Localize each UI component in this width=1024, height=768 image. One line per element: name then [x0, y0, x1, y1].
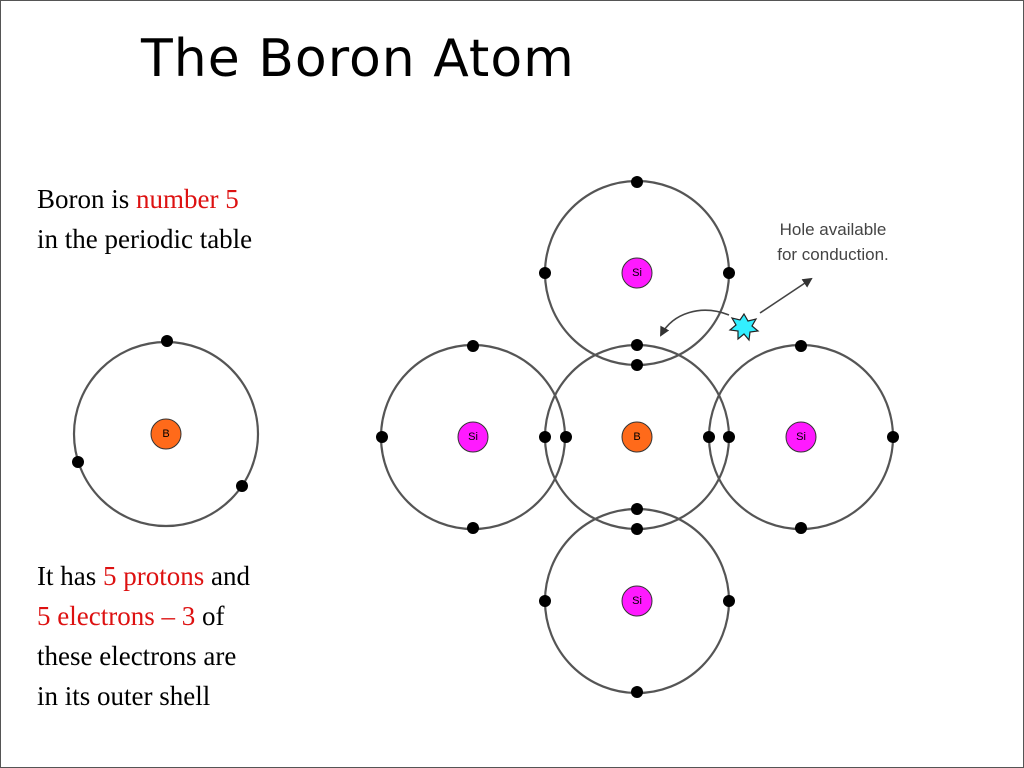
- electron: [723, 431, 735, 443]
- electron: [703, 431, 715, 443]
- callout-line1: Hole available: [780, 220, 887, 239]
- curved-arrow: [660, 309, 730, 337]
- text-of: of: [195, 601, 225, 631]
- text-and: and: [204, 561, 250, 591]
- single-boron-atom: B: [72, 335, 260, 528]
- text-outer-shell: in its outer shell: [37, 681, 211, 711]
- silicon-nucleus: [621, 585, 653, 617]
- electron: [631, 523, 643, 535]
- electron: [723, 595, 735, 607]
- electron: [795, 340, 807, 352]
- electron: [467, 522, 479, 534]
- electron: [631, 503, 643, 515]
- electron: [236, 480, 248, 492]
- text-these-electrons: these electrons are: [37, 641, 237, 671]
- silicon-nucleus: [785, 421, 817, 453]
- text-boron-is: Boron is: [37, 184, 137, 214]
- electron: [376, 431, 388, 443]
- callout-arrow: [759, 277, 813, 314]
- electron: [631, 359, 643, 371]
- boron-symbol: B: [633, 431, 640, 443]
- silicon-symbol: Si: [796, 431, 806, 443]
- text-5-electrons: 5 electrons – 3: [37, 601, 196, 631]
- electron: [631, 176, 643, 188]
- silicon-symbol: Si: [468, 431, 478, 443]
- periodic-number-text: Boron is number 5 in the periodic table: [37, 179, 252, 259]
- lattice-diagram: Si Si B Si Si Hole available for conduct…: [376, 176, 899, 698]
- electron-count-text: It has 5 protons and 5 electrons – 3 of …: [37, 556, 250, 716]
- silicon-symbol: Si: [632, 595, 642, 607]
- electron: [887, 431, 899, 443]
- boron-symbol: B: [162, 428, 169, 440]
- electron: [560, 431, 572, 443]
- silicon-nucleus: [621, 257, 653, 289]
- electron: [161, 335, 173, 347]
- electron: [539, 431, 551, 443]
- electron: [467, 340, 479, 352]
- electron: [631, 686, 643, 698]
- page-title: The Boron Atom: [141, 29, 575, 89]
- silicon-nucleus: [457, 421, 489, 453]
- electron: [723, 267, 735, 279]
- electron: [539, 595, 551, 607]
- hole-star-icon: [728, 312, 760, 342]
- boron-nucleus: [621, 421, 653, 453]
- callout-line2: for conduction.: [777, 245, 889, 264]
- boron-nucleus: [150, 418, 182, 450]
- text-it-has: It has: [37, 561, 103, 591]
- electron: [539, 267, 551, 279]
- text-5-protons: 5 protons: [102, 561, 205, 591]
- electron: [631, 339, 643, 351]
- electron: [795, 522, 807, 534]
- text-number-5: number 5: [136, 184, 239, 214]
- text-periodic-table: in the periodic table: [37, 224, 253, 254]
- electron: [72, 456, 84, 468]
- silicon-symbol: Si: [632, 267, 642, 279]
